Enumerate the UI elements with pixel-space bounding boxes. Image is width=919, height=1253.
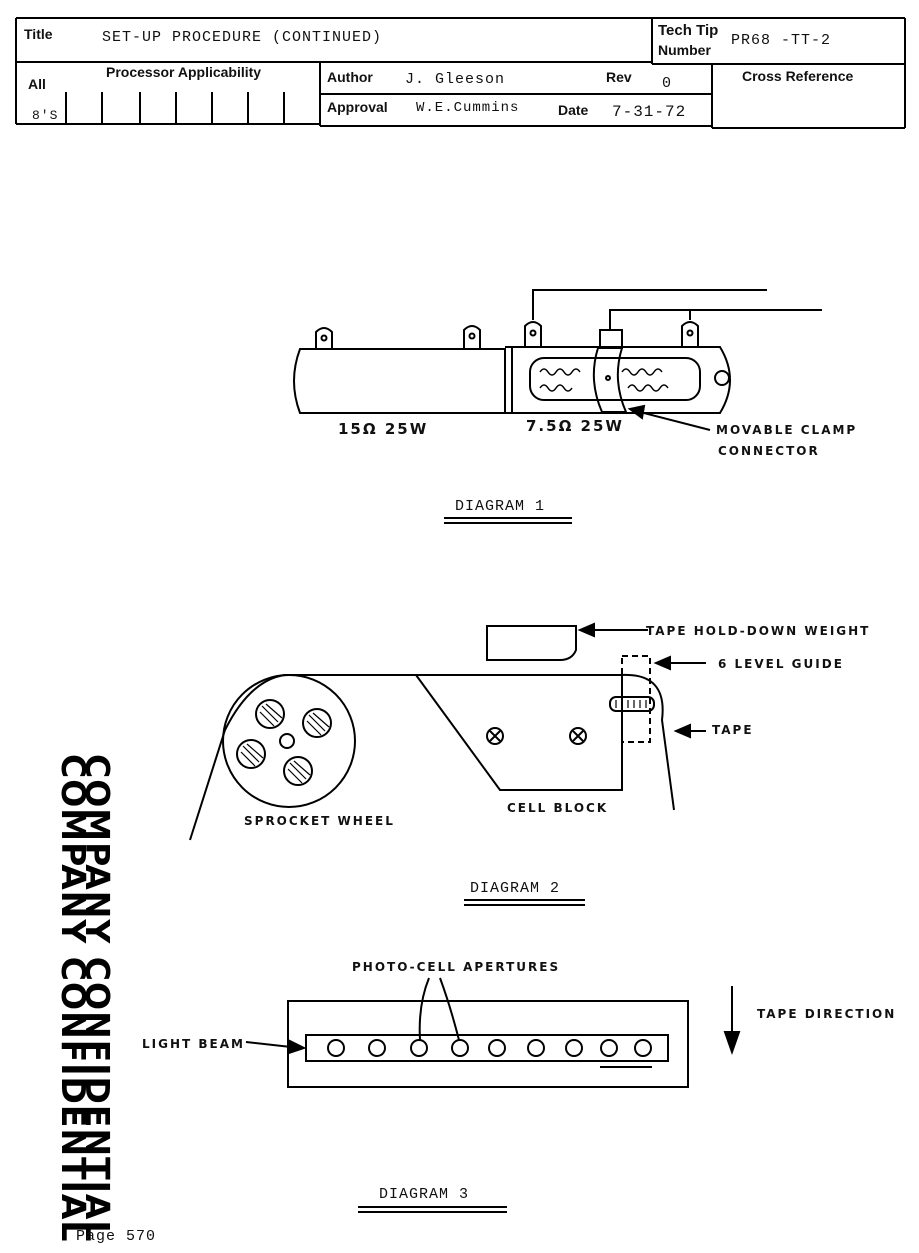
resistor-drawing (293, 289, 822, 524)
cross-reference-label: Cross Reference (742, 68, 854, 84)
clamp-label-line2: CONNECTOR (718, 444, 820, 458)
all-label: All (28, 76, 46, 92)
rev-value: 0 (662, 75, 673, 92)
resistor-7-5-ohm-label: 7.5Ω 25W (526, 417, 624, 435)
aperture-plate (287, 1000, 689, 1088)
title-value: SET-UP PROCEDURE (CONTINUED) (102, 29, 383, 46)
aperture-drawing (245, 977, 741, 1213)
six-level-guide (621, 655, 651, 743)
resistor-7-5-ohm-body (505, 346, 731, 414)
end-cap-nut (714, 370, 730, 386)
resistor-15-ohm-body (293, 348, 506, 414)
approval-label: Approval (327, 99, 388, 115)
tape-hold-down-weight (486, 625, 577, 661)
date-value: 7-31-72 (612, 103, 687, 121)
guide-label: 6 LEVEL GUIDE (718, 657, 844, 671)
tape-path (189, 673, 675, 841)
cell-block-label: CELL BLOCK (507, 801, 609, 815)
page-number: Page 570 (76, 1228, 157, 1245)
cell-block-drawing (189, 622, 706, 906)
processor-value: 8'S (32, 108, 59, 123)
diagram-1-caption: DIAGRAM 1 (455, 498, 546, 515)
tech-tip-label-line2: Number (658, 42, 711, 58)
author-label: Author (327, 69, 373, 85)
diagram-3-caption: DIAGRAM 3 (379, 1186, 470, 1203)
clamp-label-line1: MOVABLE CLAMP (716, 423, 858, 437)
header-grid (15, 17, 906, 129)
approval-value: W.E.Cummins (416, 100, 520, 116)
date-label: Date (558, 102, 589, 118)
rev-label: Rev (606, 69, 632, 85)
sprocket-wheel-label: SPROCKET WHEEL (244, 814, 395, 828)
aperture-strip (305, 1034, 669, 1062)
movable-clamp (592, 347, 628, 413)
resistor-15-ohm-label: 15Ω 25W (338, 420, 429, 438)
resistor-coil (529, 357, 701, 401)
light-beam-label: LIGHT BEAM (142, 1037, 245, 1051)
stamp-line-2: COMPANY CONFIDENTIAL (54, 754, 93, 1243)
weight-label: TAPE HOLD-DOWN WEIGHT (646, 624, 871, 638)
apertures-label: PHOTO-CELL APERTURES (352, 960, 561, 974)
processor-applicability-label: Processor Applicability (106, 64, 262, 80)
title-label: Title (24, 26, 53, 42)
diagram-2-caption: DIAGRAM 2 (470, 880, 561, 897)
tape-direction-label: TAPE DIRECTION (757, 1007, 897, 1021)
tech-tip-number: PR68 -TT-2 (731, 32, 832, 49)
author-value: J. Gleeson (405, 71, 506, 88)
confidential-stamp: COMPANY CONFIDENTIAL COMPANY CONFIDENTIA… (54, 754, 117, 1243)
tech-tip-label-line1: Tech Tip (658, 22, 719, 39)
tape-label: TAPE (712, 723, 754, 737)
